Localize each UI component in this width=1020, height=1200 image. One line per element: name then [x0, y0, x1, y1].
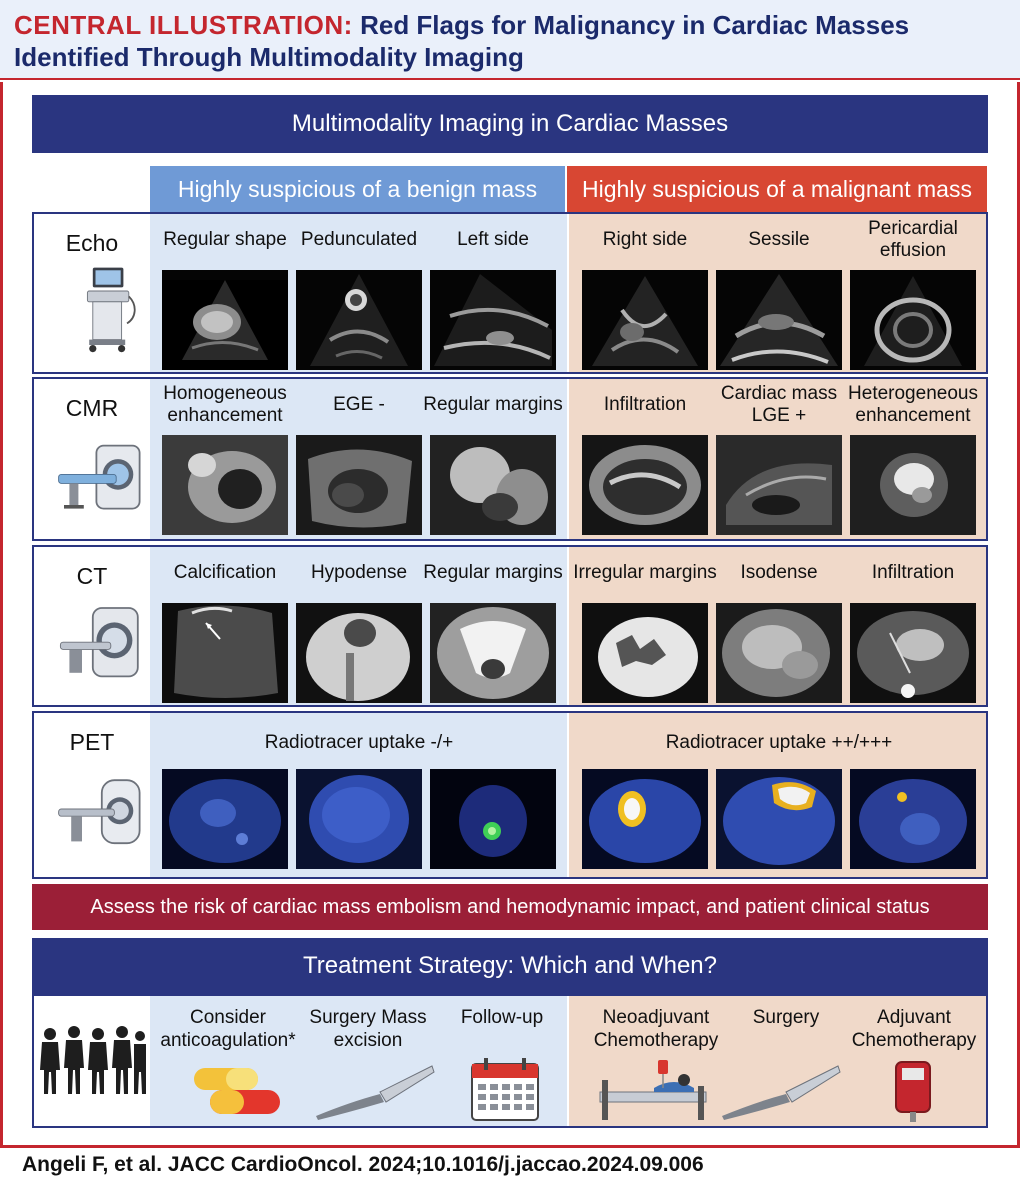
assess-risk-bar: Assess the risk of cardiac mass embolism… [32, 884, 988, 930]
calendar-icon [471, 1058, 539, 1121]
main-title: Multimodality Imaging in Cardiac Masses [291, 110, 729, 137]
cmr-ege-negative-image [296, 435, 422, 535]
echo-regular-shape-image [162, 270, 288, 370]
pet-malignant-image-1 [582, 769, 708, 869]
assess-risk-text: Assess the risk of cardiac mass embolism… [90, 895, 930, 918]
echo-pericardial-effusion-image [850, 270, 976, 370]
echo-benign-label-3: Left side [457, 229, 529, 250]
people-group-icon [40, 1026, 146, 1094]
ct-infiltration-image [850, 603, 976, 703]
cmr-malignant-label-1: Infiltration [603, 394, 687, 415]
ct-malignant-label-1: Irregular margins [573, 562, 717, 583]
pet-benign-image-1 [162, 769, 288, 869]
cmr-regular-margins-image [430, 435, 556, 535]
cmr-infiltration-image [582, 435, 708, 535]
pills-icon [194, 1068, 280, 1114]
cmr-malignant-label-2: Cardiac mass LGE + [720, 383, 838, 426]
pet-malignant-label: Radiotracer uptake ++/+++ [665, 732, 893, 753]
ct-scanner-icon [59, 607, 139, 678]
treatment-title: Treatment Strategy: Which and When? [303, 952, 717, 979]
echo-malignant-label-1: Right side [602, 229, 688, 250]
iv-bag-icon [895, 1061, 931, 1122]
mri-scanner-icon [58, 444, 141, 510]
ct-benign-label-2: Hypodense [310, 562, 408, 583]
ct-isodense-image [716, 603, 842, 703]
ct-hypodense-image [296, 603, 422, 703]
header-title-line2: Identified Through Multimodality Imaging [14, 42, 524, 72]
pet-malignant-image-3 [850, 769, 976, 869]
header-tag: CENTRAL ILLUSTRATION: [14, 10, 353, 40]
ct-malignant-label-2: Isodense [740, 562, 818, 583]
ct-irregular-margins-image [582, 603, 708, 703]
pet-row: PET Radiotracer uptake -/+ Radiotracer u… [32, 711, 988, 879]
cmr-benign-label-3: Regular margins [423, 394, 563, 415]
echo-right-side-image [582, 270, 708, 370]
illustration-frame [0, 82, 1020, 1148]
treatment-benign-label-3: Follow-up [460, 1007, 544, 1028]
scalpel-icon [316, 1065, 435, 1120]
scalpel-icon [722, 1065, 841, 1120]
ct-calcification-image [162, 603, 288, 703]
echo-malignant-label-2: Sessile [748, 229, 810, 250]
cmr-heterogeneous-enhancement-image [850, 435, 976, 535]
treatment-title-bar: Treatment Strategy: Which and When? [32, 938, 988, 994]
ct-malignant-label-3: Infiltration [871, 562, 955, 583]
ct-regular-margins-image [430, 603, 556, 703]
pet-benign-image-3 [430, 769, 556, 869]
header-title-part1: Red Flags for Malignancy in Cardiac Mass… [360, 10, 910, 40]
pet-scanner-icon [58, 779, 141, 845]
cmr-benign-label-1: Homogeneous enhancement [163, 383, 287, 426]
main-title-bar: Multimodality Imaging in Cardiac Masses [32, 95, 988, 153]
pet-malignant-image-2 [716, 769, 842, 869]
cmr-malignant-label-3: Heterogeneous enhancement [848, 383, 978, 426]
pet-label: PET [69, 729, 115, 755]
header: CENTRAL ILLUSTRATION: Red Flags for Mali… [0, 0, 1020, 80]
ct-row: CT Calcification Hypodense Regular margi… [32, 545, 988, 707]
echo-left-side-image [430, 270, 556, 370]
treatment-malignant-label-1: Neoadjuvant Chemotherapy [593, 1007, 719, 1051]
ct-label: CT [76, 563, 108, 589]
cmr-row: CMR Homogeneous enhancement EGE - Regula… [32, 377, 988, 541]
cmr-label: CMR [65, 395, 119, 421]
ct-benign-label-1: Calcification [173, 562, 277, 583]
pet-benign-label: Radiotracer uptake -/+ [264, 732, 454, 753]
treatment-malignant-label-3: Adjuvant Chemotherapy [851, 1007, 977, 1051]
echo-label: Echo [65, 230, 119, 256]
echo-row: Echo Regular shape Pedunculated Left sid… [32, 212, 988, 374]
benign-column-header: Highly suspicious of a benign mass [150, 166, 565, 212]
cmr-homogeneous-enhancement-image [162, 435, 288, 535]
hospital-bed-icon [599, 1060, 707, 1120]
echo-benign-label-1: Regular shape [163, 229, 287, 250]
treatment-row: Consider anticoagulation* Surgery Mass e… [32, 994, 988, 1128]
malignant-column-header: Highly suspicious of a malignant mass [567, 166, 987, 212]
citation: Angeli F, et al. JACC CardioOncol. 2024;… [22, 1153, 704, 1176]
treatment-benign-label-1: Consider anticoagulation* [160, 1007, 296, 1051]
treatment-malignant-label-2: Surgery [752, 1007, 820, 1028]
ultrasound-machine-icon [86, 267, 136, 353]
echo-sessile-image [716, 270, 842, 370]
ct-benign-label-3: Regular margins [423, 562, 563, 583]
echo-pedunculated-image [296, 270, 422, 370]
header-title-line1: CENTRAL ILLUSTRATION: Red Flags for Mali… [14, 10, 909, 41]
pet-benign-image-2 [296, 769, 422, 869]
treatment-benign-label-2: Surgery Mass excision [309, 1007, 427, 1051]
echo-malignant-label-3: Pericardial effusion [868, 218, 958, 261]
cmr-lge-positive-image [716, 435, 842, 535]
cmr-benign-label-2: EGE - [333, 394, 385, 415]
echo-benign-label-2: Pedunculated [300, 229, 418, 250]
